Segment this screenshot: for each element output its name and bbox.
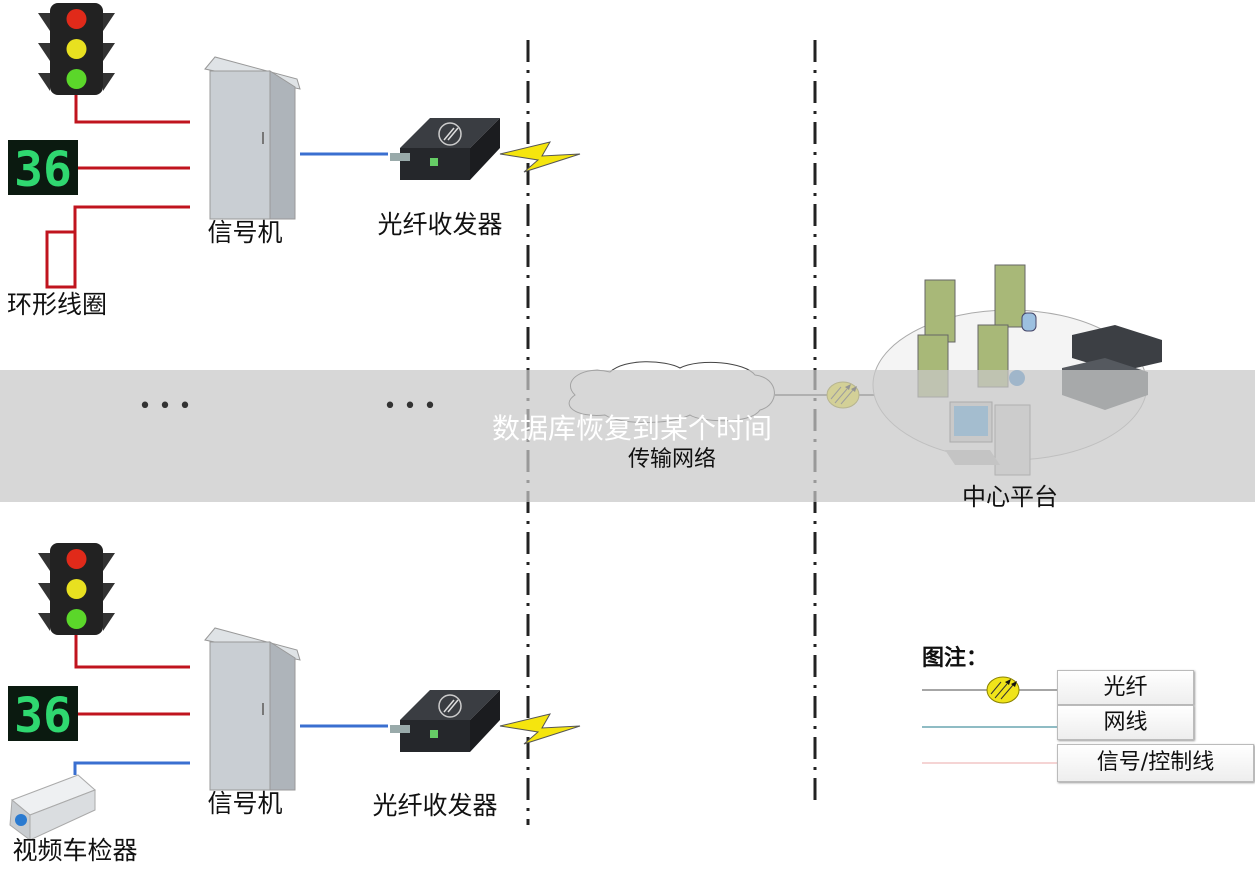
fiber-transceiver-icon xyxy=(389,689,501,753)
traffic-light-icon xyxy=(38,3,115,95)
transceiver-label: 光纤收发器 xyxy=(377,210,503,239)
signal-lines-top xyxy=(45,93,190,289)
legend-title: 图注： xyxy=(922,646,989,671)
signal-controller-label: 信号机 xyxy=(207,218,283,247)
overlay-band xyxy=(0,370,1255,502)
ellipsis: • • • xyxy=(138,394,192,419)
legend-item-network-cable: 网线 xyxy=(1057,705,1194,740)
signal-cabinet-icon xyxy=(204,627,301,791)
lightning-icon xyxy=(499,141,581,173)
countdown-display-icon xyxy=(8,686,78,744)
center-platform-label: 中心平台 xyxy=(962,483,1058,511)
video-camera-icon xyxy=(9,774,96,841)
signal-lines-bottom xyxy=(74,633,190,716)
ellipsis: • • • xyxy=(383,394,437,419)
loop-coil-label: 环形线圈 xyxy=(6,290,108,319)
legend-item-fiber: 光纤 xyxy=(1057,670,1194,705)
signal-cabinet-icon xyxy=(204,56,301,220)
network-label: 传输网络 xyxy=(627,447,717,472)
countdown-display-icon xyxy=(8,140,78,198)
lightning-icon xyxy=(499,713,581,745)
fiber-transceiver-icon xyxy=(389,117,501,181)
legend-fiber-icon xyxy=(986,676,1020,704)
signal-controller-label: 信号机 xyxy=(207,789,283,818)
video-detector-label: 视频车检器 xyxy=(12,836,138,865)
transceiver-label: 光纤收发器 xyxy=(372,791,498,820)
traffic-light-icon xyxy=(38,543,115,635)
legend-item-signal-control-line: 信号/控制线 xyxy=(1057,744,1254,782)
overlay-caption: 数据库恢复到某个时间 xyxy=(491,412,773,445)
